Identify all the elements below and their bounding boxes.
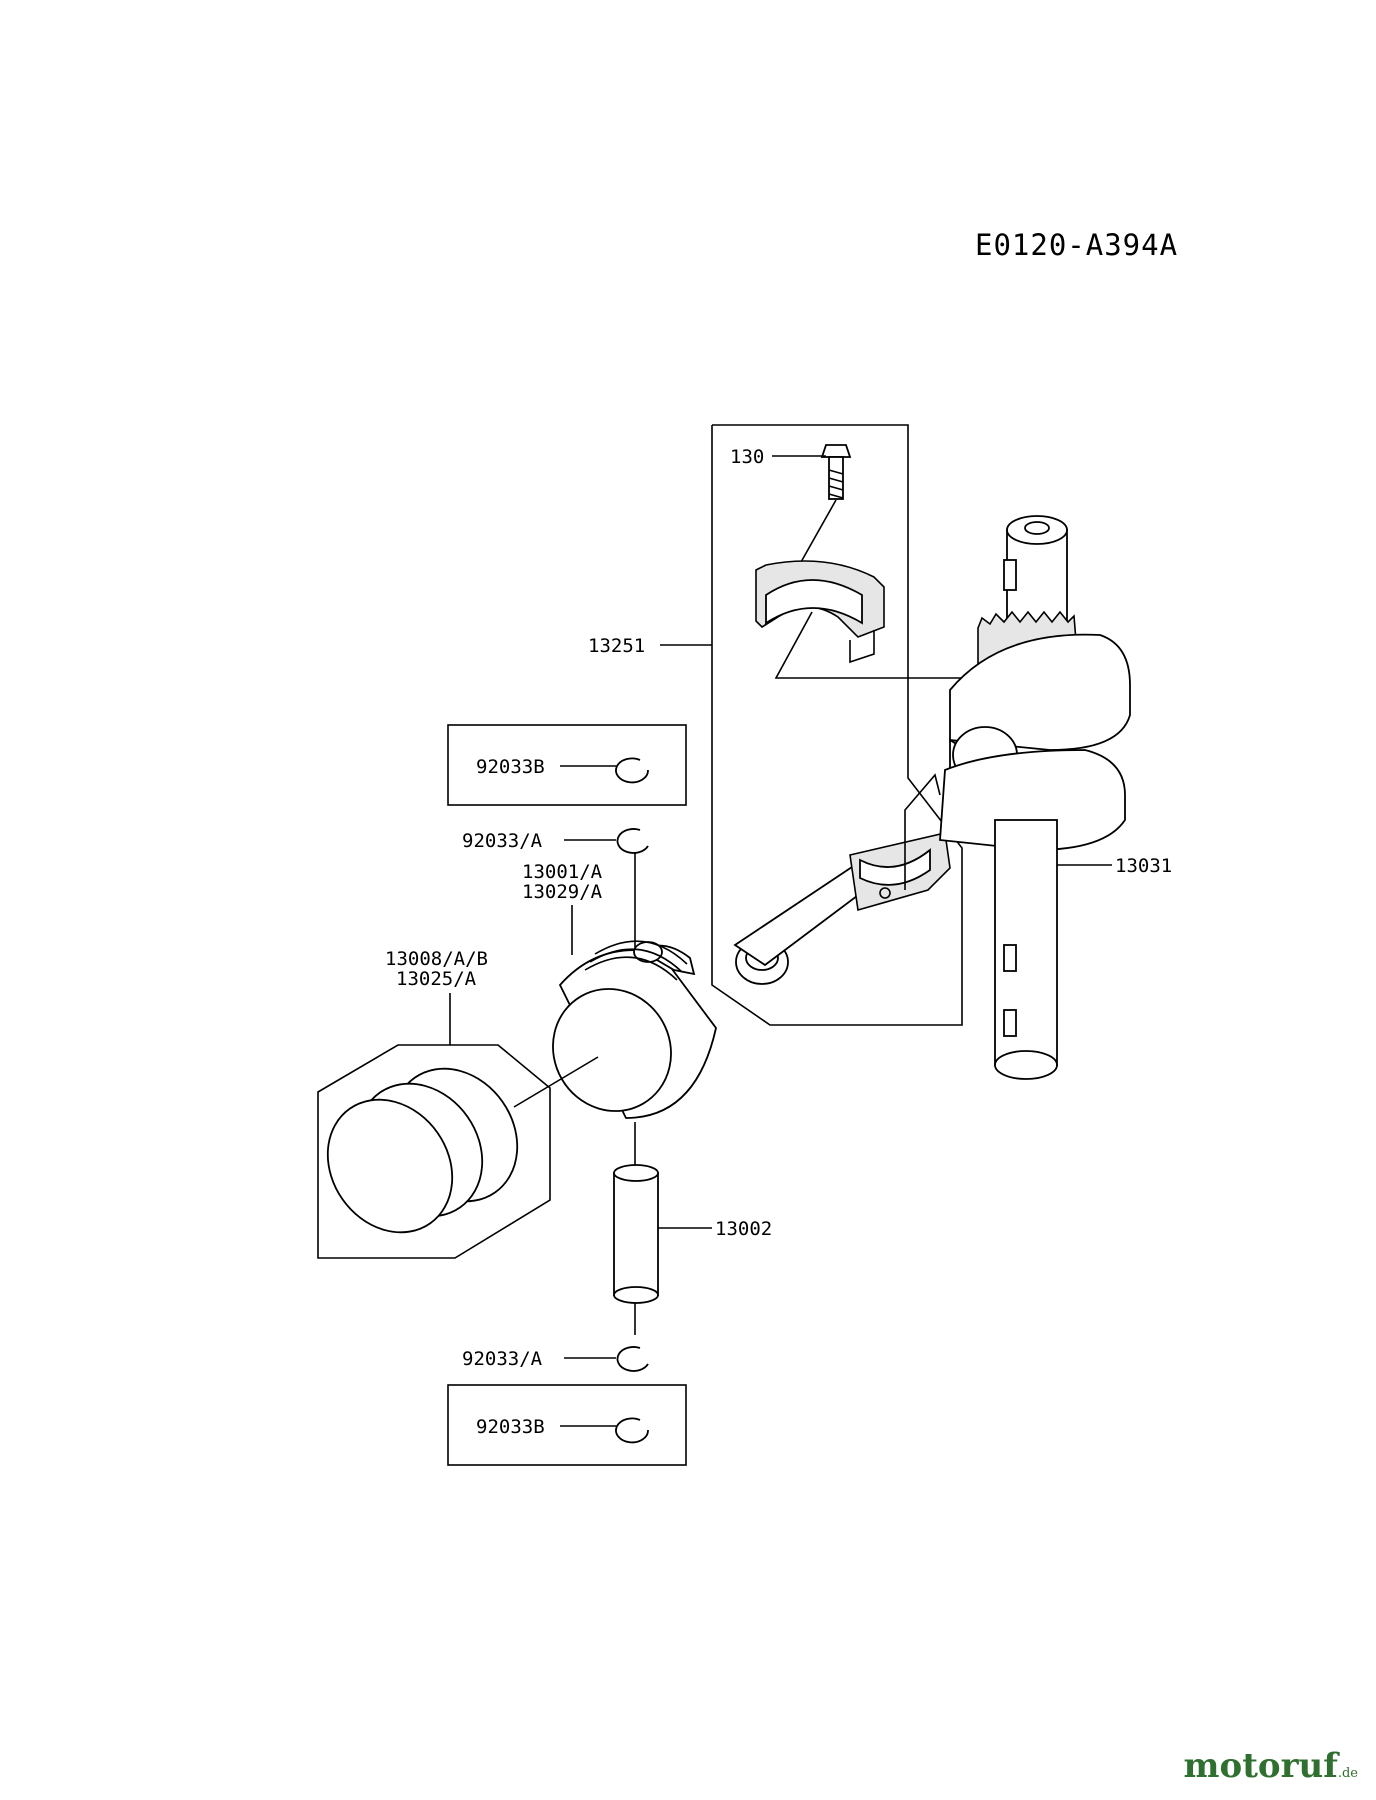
circlip-kit-top-ring <box>615 757 649 784</box>
circlip-bottom-ring <box>616 1346 649 1372</box>
circlip-top-ring <box>616 828 649 854</box>
crankshaft-part <box>939 515 1131 1080</box>
circlip-kit-bottom-ring <box>615 1417 649 1444</box>
diagram-code: E0120-A394A <box>975 228 1179 262</box>
piston-ring-set <box>326 1067 519 1234</box>
watermark-suffix: .de <box>1337 1766 1358 1781</box>
label-pin: 13002 <box>715 1218 772 1240</box>
conrod-kit-frame <box>711 424 963 1026</box>
circlip-kit-bottom-box <box>447 1384 687 1466</box>
label-circlip-bottom: 92033/A <box>462 1348 543 1370</box>
cap-to-crank-line <box>774 611 975 679</box>
rod-cap-part <box>755 560 885 664</box>
label-bolt: 130 <box>730 446 764 468</box>
label-rings-1: 13008/A/B <box>385 948 488 970</box>
label-crankshaft: 13031 <box>1115 855 1172 877</box>
watermark-text: motoruf <box>1183 1746 1338 1786</box>
rod-to-crank-line <box>904 773 941 890</box>
label-conrod-kit: 13251 <box>588 635 645 657</box>
ring-set-frame <box>317 1044 551 1259</box>
label-piston-1: 13001/A <box>522 861 603 883</box>
label-circlip-top: 92033/A <box>462 830 543 852</box>
piston-to-rings-line <box>513 1056 599 1108</box>
connecting-rod-part <box>733 832 951 985</box>
watermark-logo: motoruf.de <box>1184 1746 1358 1786</box>
label-piston-2: 13029/A <box>522 881 603 903</box>
piston-part <box>552 940 717 1119</box>
piston-pin-part <box>613 1164 659 1304</box>
circlip-kit-top-box <box>447 724 687 806</box>
bolt-part <box>820 444 852 500</box>
label-circlip-kit-top: 92033B <box>476 756 545 778</box>
label-circlip-kit-bottom: 92033B <box>476 1416 545 1438</box>
label-rings-2: 13025/A <box>396 968 477 990</box>
